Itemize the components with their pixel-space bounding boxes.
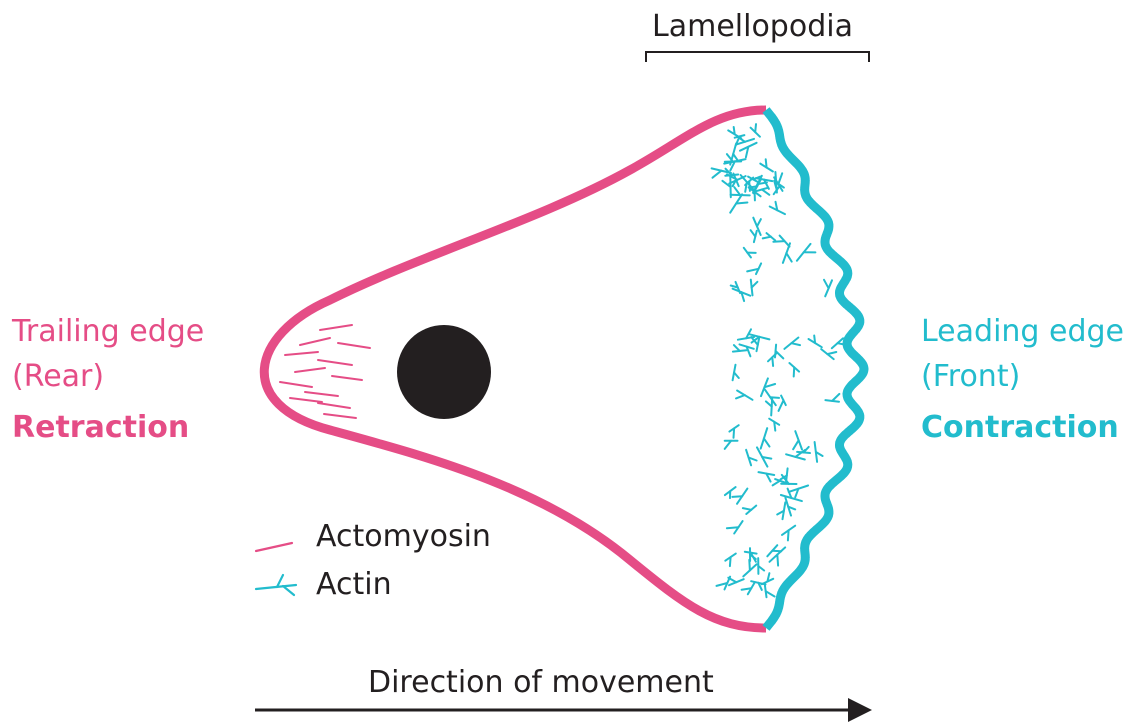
lamellopodia-bracket <box>646 52 869 62</box>
actin-filament <box>760 159 773 171</box>
actomyosin-filament <box>295 368 325 372</box>
actin-filament <box>785 498 795 516</box>
actin-filament <box>766 398 772 416</box>
actin-filament <box>740 143 757 158</box>
actomyosin-filament <box>332 376 362 380</box>
leading-edge-action: Contraction <box>921 413 1119 443</box>
actin-filament <box>742 582 755 594</box>
trailing-edge-action: Retraction <box>12 413 189 443</box>
actin-filament <box>725 554 736 567</box>
actin-filament <box>751 124 760 137</box>
actin-filament <box>757 447 771 466</box>
actin-filament <box>797 244 816 261</box>
actin-filament <box>743 506 756 514</box>
actomyosin-filament <box>320 325 352 330</box>
actin-filament <box>789 486 808 498</box>
actin-filament <box>722 177 730 197</box>
actomyosin-filament <box>318 403 350 408</box>
actin-filament <box>731 187 750 195</box>
actin-filament <box>825 394 839 402</box>
actin-branch-icon <box>256 575 296 595</box>
actin-filament <box>727 521 743 533</box>
actin-filament <box>732 489 747 504</box>
actomyosin-filament <box>305 392 338 396</box>
actin-filament <box>761 428 770 448</box>
actin-filament <box>789 363 799 377</box>
actin-filament <box>765 585 775 597</box>
actin-filament <box>733 289 751 301</box>
actin-filament <box>758 558 764 574</box>
trailing-edge-title: Trailing edge <box>12 317 204 347</box>
cell-nucleus <box>397 325 491 419</box>
movement-arrow-head <box>848 698 872 722</box>
lamellopodia-label: Lamellopodia <box>652 12 853 42</box>
actin-filament <box>777 502 785 519</box>
actin-filament <box>809 336 822 348</box>
actin-filament <box>729 425 738 438</box>
leading-edge-subtitle: (Front) <box>921 362 1020 392</box>
actin-filament <box>728 578 743 586</box>
actin-filament <box>751 230 757 242</box>
actin-filament <box>824 280 832 297</box>
actin-filament <box>786 450 805 460</box>
actomyosin-filament <box>338 343 370 348</box>
trailing-edge-subtitle: (Rear) <box>12 362 104 392</box>
actin-filament <box>768 353 777 366</box>
actin-filament <box>763 233 775 240</box>
actomyosin-filaments <box>280 325 370 418</box>
actin-filament <box>769 419 779 431</box>
actin-filament <box>733 365 739 381</box>
actin-filament <box>736 391 753 400</box>
leading-edge-title: Leading edge <box>921 317 1124 347</box>
actin-filament <box>743 560 756 577</box>
actin-filament <box>770 202 785 214</box>
actomyosin-filament <box>280 382 312 387</box>
actomyosin-filament <box>324 414 356 418</box>
actomyosin-filament <box>318 360 352 365</box>
legend-actin-label: Actin <box>316 570 392 600</box>
actin-filament <box>751 280 758 296</box>
actin-filament <box>821 349 836 359</box>
actin-filament <box>759 472 775 482</box>
actomyosin-filament-icon <box>256 543 292 551</box>
actomyosin-filament <box>285 352 318 355</box>
actin-filament <box>775 345 783 359</box>
actin-filament <box>767 545 781 556</box>
actomyosin-filament <box>290 398 322 402</box>
actin-filament <box>744 248 756 258</box>
actin-filament <box>725 441 738 449</box>
actomyosin-filament <box>300 338 330 345</box>
actin-filament <box>782 526 795 541</box>
actin-filament <box>730 194 747 212</box>
legend-actomyosin-label: Actomyosin <box>316 522 491 552</box>
actin-filament <box>747 263 761 274</box>
actin-filament <box>815 442 823 462</box>
actin-filament <box>793 431 802 449</box>
actin-filament <box>731 282 740 293</box>
movement-label: Direction of movement <box>368 668 714 698</box>
actin-filament <box>762 573 774 584</box>
actin-filament <box>746 450 757 466</box>
actin-filament <box>784 338 800 349</box>
